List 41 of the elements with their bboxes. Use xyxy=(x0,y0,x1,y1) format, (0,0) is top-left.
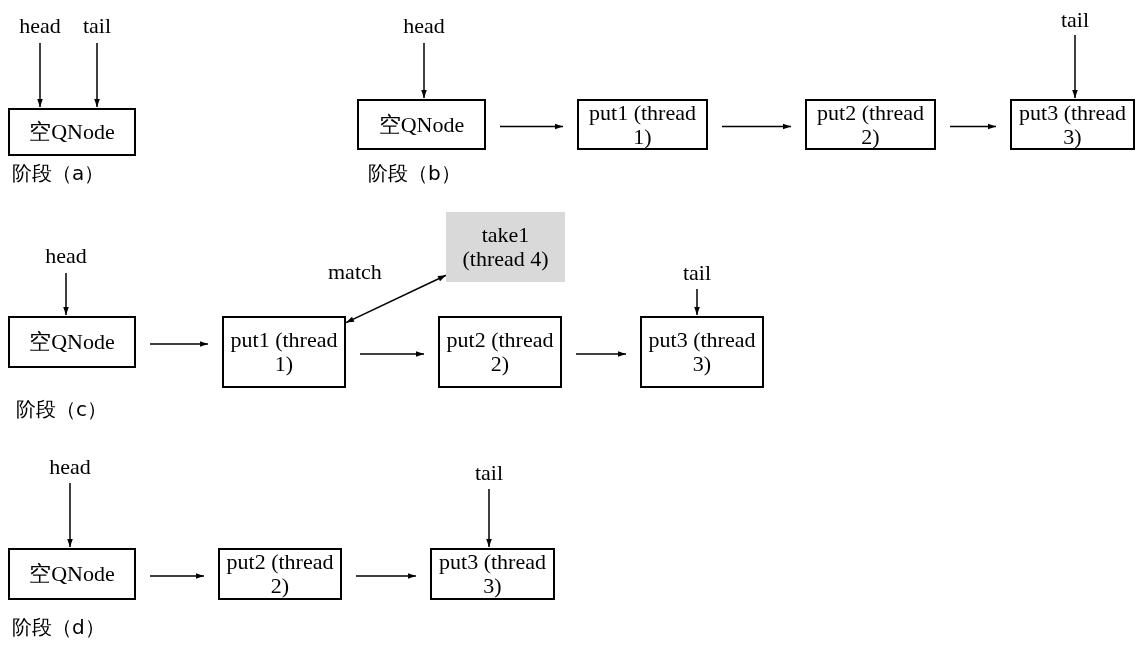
queue-node: put3 (thread 3) xyxy=(430,548,555,600)
arrow xyxy=(67,482,73,548)
pointer-label: tail xyxy=(1052,6,1098,34)
stage-caption: 阶段（c） xyxy=(16,396,107,423)
arrow xyxy=(721,123,792,130)
arrow xyxy=(355,573,417,579)
arrow xyxy=(359,351,425,357)
arrow xyxy=(345,274,447,324)
stage-caption: 阶段（b） xyxy=(368,160,461,187)
queue-node: put3 (thread 3) xyxy=(1010,99,1135,150)
queue-node: 空QNode xyxy=(8,548,136,600)
arrow xyxy=(1072,34,1078,99)
queue-node: put2 (thread 2) xyxy=(438,316,562,388)
arrow xyxy=(575,351,627,357)
arrow xyxy=(499,123,564,130)
pointer-label: tail xyxy=(74,10,120,42)
arrow xyxy=(694,288,700,316)
queue-node: take1 (thread 4) xyxy=(446,212,565,282)
pointer-label: tail xyxy=(466,458,512,488)
queue-node: put3 (thread 3) xyxy=(640,316,764,388)
queue-node: put1 (thread 1) xyxy=(577,99,708,150)
queue-node: put1 (thread 1) xyxy=(222,316,346,388)
queue-node: put2 (thread 2) xyxy=(218,548,342,600)
pointer-label: tail xyxy=(674,258,720,288)
arrow xyxy=(149,573,205,579)
arrow xyxy=(421,42,427,99)
pointer-label: head xyxy=(396,10,452,42)
arrow xyxy=(94,42,100,108)
arrow xyxy=(37,42,43,108)
queue-node: 空QNode xyxy=(8,316,136,368)
queue-node: put2 (thread 2) xyxy=(805,99,936,150)
stage-caption: 阶段（d） xyxy=(12,614,105,641)
pointer-label: head xyxy=(38,240,94,272)
pointer-label: head xyxy=(40,452,100,482)
pointer-label: head xyxy=(14,10,66,42)
queue-node: 空QNode xyxy=(357,99,486,150)
arrow xyxy=(949,123,997,130)
stage-caption: 阶段（a） xyxy=(12,160,105,187)
arrow xyxy=(149,341,209,347)
queue-node: 空QNode xyxy=(8,108,136,156)
arrow xyxy=(63,272,69,316)
